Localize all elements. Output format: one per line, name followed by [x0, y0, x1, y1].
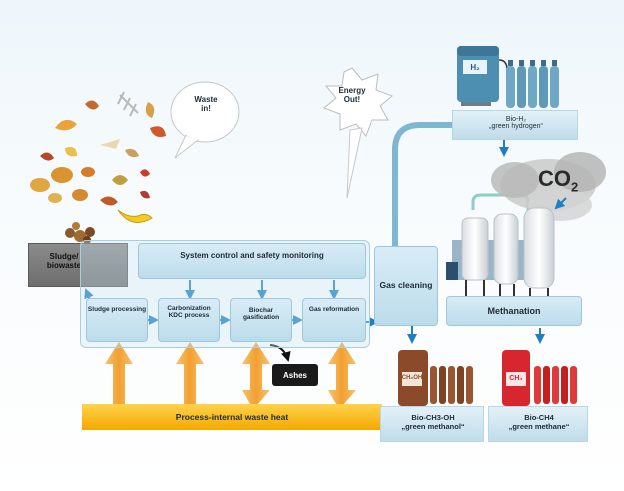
waste-in-label: Waste in! [194, 95, 218, 113]
gas-cleaning-box: Gas cleaning [374, 246, 438, 326]
h2-tank-label: H₂ [470, 63, 480, 72]
gas-pipe [392, 122, 488, 247]
methanation-plant-icon [446, 207, 555, 298]
ashes-box: Ashes [272, 364, 318, 386]
energy-out-burst [323, 67, 393, 199]
sludge-biowaste-box: Sludge/ biowaste [28, 243, 128, 287]
co2-label: CO2 [538, 166, 578, 194]
methane-label: Bio-CH4 „green methane“ [508, 413, 570, 431]
sludge-processing-box: Sludge processing [86, 298, 148, 342]
methanation-box: Methanation [446, 296, 582, 326]
biowaste-icon [30, 91, 166, 244]
co2-subscript: 2 [571, 179, 579, 195]
waste-heat-bar: Process-internal waste heat [82, 404, 382, 430]
biochar-gasification-box: Biochar gasification [230, 298, 292, 342]
heat-arrows [105, 342, 356, 406]
methanol-tank-label: CH₃OH [401, 375, 423, 381]
methanol-station-icon [398, 350, 473, 406]
hydrogen-label: Bio-H₂ „green hydrogen“ [489, 116, 543, 130]
methane-station-icon [502, 350, 577, 406]
methane-tank-label: CH₄ [509, 375, 523, 382]
waste-in-bubble [170, 81, 240, 159]
gas-reformation-box: Gas reformation [302, 298, 366, 342]
ashes-arrow [269, 344, 291, 362]
hydrogen-station-icon [457, 46, 559, 108]
sludge-label: Sludge/ biowaste [46, 252, 82, 270]
methane-panel: Bio-CH4 „green methane“ [488, 406, 588, 442]
energy-out-label: Energy Out! [338, 86, 366, 104]
system-control-bar: System control and safety monitoring [138, 243, 366, 279]
hydrogen-panel: Bio-H₂ „green hydrogen“ [452, 110, 578, 140]
methanol-panel: Bio-CH3-OH „green methanol“ [380, 406, 484, 442]
methanol-label: Bio-CH3-OH „green methanol“ [401, 413, 465, 431]
carbonization-box: Carbonization KDC process [158, 298, 220, 342]
co2-main: CO [538, 166, 571, 191]
co2-cloud-icon [491, 152, 606, 221]
